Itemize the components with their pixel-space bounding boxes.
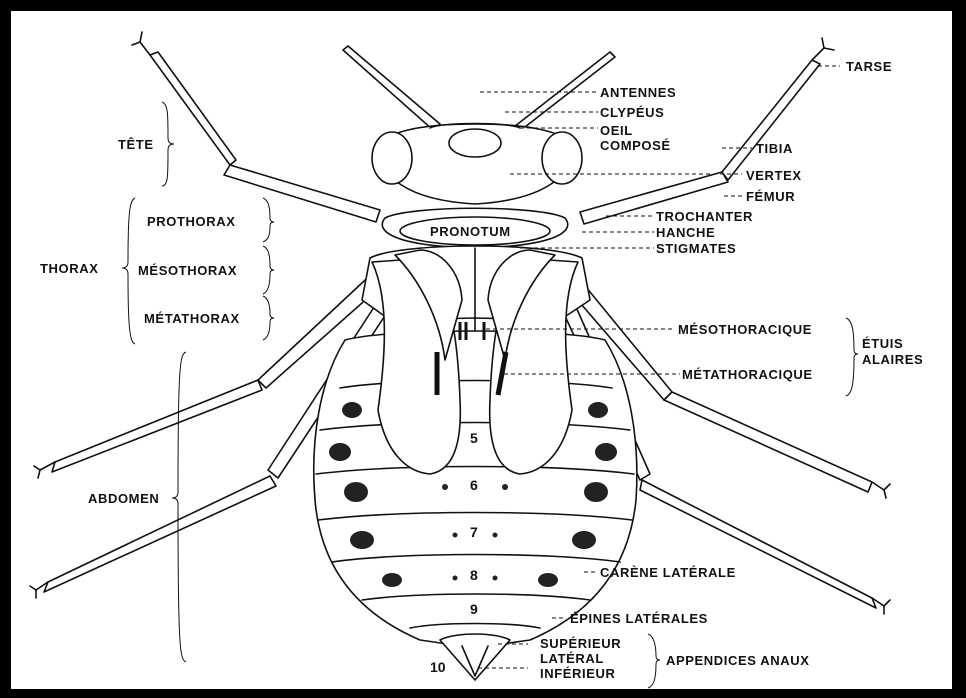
antennae — [343, 46, 615, 134]
label-antennes: ANTENNES — [600, 85, 676, 100]
label-tibia: TIBIA — [756, 141, 793, 156]
label-carene: CARÈNE LATÉRALE — [600, 565, 736, 580]
label-femur: FÉMUR — [746, 189, 795, 204]
label-abdomen: ABDOMEN — [88, 491, 159, 506]
segment-7: 7 — [470, 524, 478, 540]
head — [372, 124, 582, 205]
label-thorax: THORAX — [40, 261, 99, 276]
label-compose: COMPOSÉ — [600, 138, 671, 153]
label-epines: ÉPINES LATÉRALES — [570, 611, 708, 626]
segment-8: 8 — [470, 567, 478, 583]
label-appendices: APPENDICES ANAUX — [666, 653, 809, 668]
label-etuis: ÉTUIS — [862, 336, 903, 351]
label-clypeus: CLYPÉUS — [600, 105, 664, 120]
label-tarse: TARSE — [846, 59, 892, 74]
label-trochanter: TROCHANTER — [656, 209, 753, 224]
label-metathoracique: MÉTATHORACIQUE — [682, 367, 813, 382]
left-labels: TÊTE THORAX PROTHORAX MÉSOTHORAX MÉTATHO… — [40, 137, 240, 506]
segment-6: 6 — [470, 477, 478, 493]
label-lateral: LATÉRAL — [540, 651, 604, 666]
label-tete: TÊTE — [118, 137, 154, 152]
segment-5: 5 — [470, 430, 478, 446]
label-stigmates: STIGMATES — [656, 241, 736, 256]
label-inferieur: INFÉRIEUR — [540, 666, 615, 681]
abdomen — [314, 331, 637, 680]
label-mesothoracique: MÉSOTHORACIQUE — [678, 322, 812, 337]
label-hanche: HANCHE — [656, 225, 715, 240]
label-mesothorax: MÉSOTHORAX — [138, 263, 237, 278]
label-oeil: OEIL — [600, 123, 633, 138]
segment-9: 9 — [470, 601, 478, 617]
label-pronotum: PRONOTUM — [430, 224, 511, 239]
label-alaires: ALAIRES — [862, 352, 923, 367]
segment-10: 10 — [430, 659, 446, 675]
label-superieur: SUPÉRIEUR — [540, 636, 621, 651]
label-prothorax: PROTHORAX — [147, 214, 235, 229]
label-vertex: VERTEX — [746, 168, 802, 183]
label-metathorax: MÉTATHORAX — [144, 311, 240, 326]
